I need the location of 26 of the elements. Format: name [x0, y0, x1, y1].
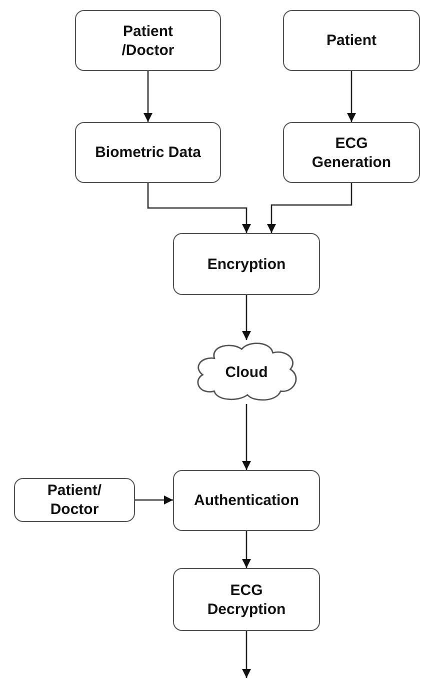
process-box	[173, 568, 320, 631]
process-box	[173, 233, 320, 295]
node-label: Patient	[325, 31, 378, 50]
node-label: Patient/ Doctor	[46, 481, 103, 519]
node-label: ECG Decryption	[206, 580, 287, 618]
node-label: ECG Generation	[310, 134, 392, 172]
node-label: Biometric Data	[94, 143, 202, 162]
arrow	[346, 71, 356, 122]
process-box	[14, 478, 135, 522]
node-label: Authentication	[193, 491, 300, 510]
node-label: Patient /Doctor	[120, 22, 176, 60]
arrow	[135, 495, 173, 505]
arrow	[242, 531, 252, 568]
arrow	[242, 631, 252, 678]
node-label: Encryption	[206, 254, 287, 274]
process-box	[283, 122, 420, 183]
process-box	[173, 470, 320, 531]
process-box	[75, 122, 221, 183]
process-box	[283, 10, 420, 71]
node-label: Cloud	[224, 362, 269, 382]
arrow	[143, 71, 153, 122]
arrow	[147, 183, 252, 233]
arrow	[266, 183, 352, 233]
arrow	[242, 404, 252, 470]
process-box	[75, 10, 221, 71]
arrow	[242, 295, 252, 340]
